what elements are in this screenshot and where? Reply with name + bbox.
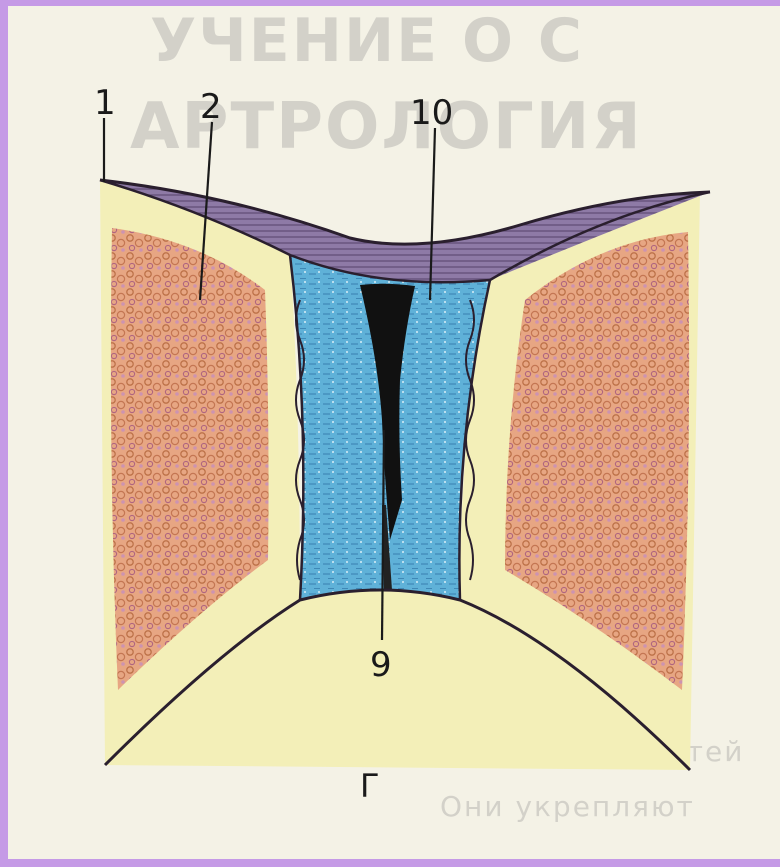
label-panel: Г — [360, 770, 380, 802]
frame-bottom — [0, 859, 780, 867]
frame-left — [0, 0, 8, 867]
label-10: 10 — [410, 96, 453, 130]
label-2: 2 — [200, 90, 222, 124]
frame-top — [0, 0, 780, 6]
label-1: 1 — [94, 86, 116, 120]
label-9: 9 — [370, 648, 392, 682]
